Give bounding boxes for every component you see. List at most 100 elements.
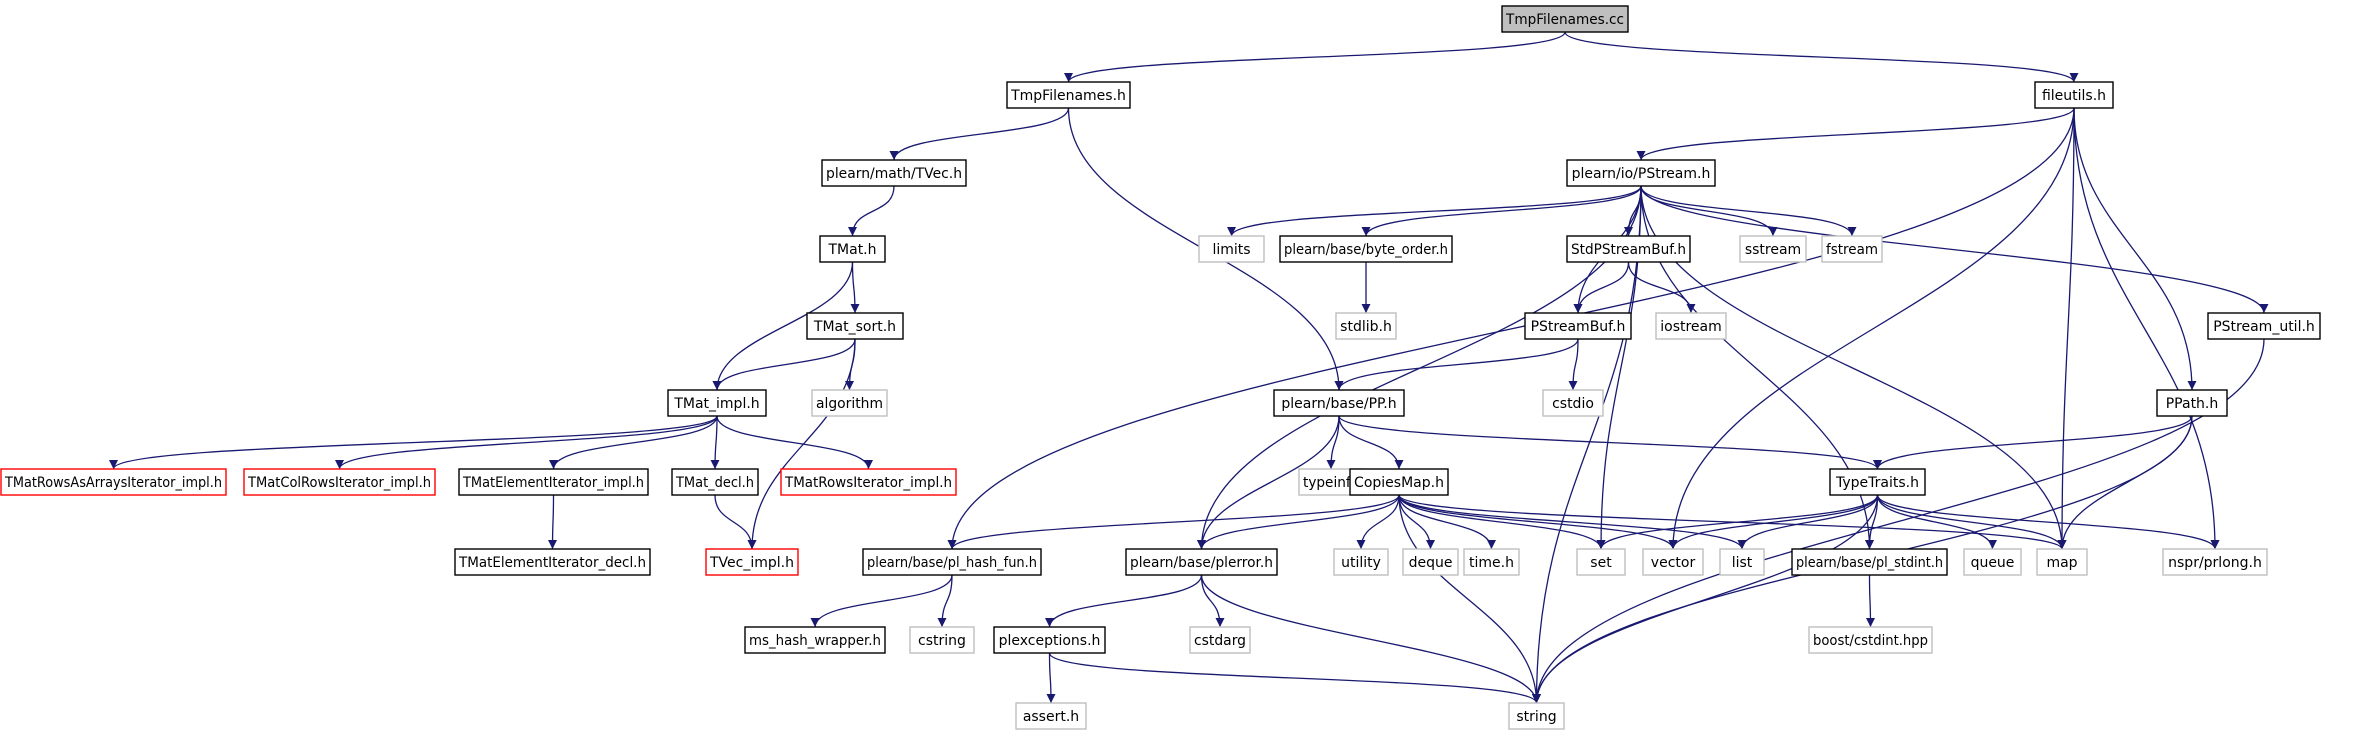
node-ppath-h[interactable]: PPath.h — [2156, 389, 2228, 417]
node-tvec-impl-h[interactable]: TVec_impl.h — [705, 548, 799, 576]
edge-pp-h-to-plerror-h — [1197, 415, 1340, 550]
node-set-label: set — [1590, 555, 1612, 571]
node-tmpfilenames-h[interactable]: TmpFilenames.h — [1006, 81, 1131, 109]
edge-copiesmap-h-to-map — [1398, 494, 2067, 550]
node-plerror-h-label: plearn/base/plerror.h — [1130, 555, 1273, 571]
node-pl-hash-fun-h-label: plearn/base/pl_hash_fun.h — [867, 555, 1037, 571]
node-sstream-box — [1739, 235, 1807, 263]
edge-copiesmap-h-to-pl-hash-fun-h — [947, 494, 1400, 550]
node-pstream-util-h[interactable]: PStream_util.h — [2207, 312, 2321, 340]
edge-pstream-h-to-fstream — [1640, 185, 1857, 237]
node-tmatelementiterator-impl[interactable]: TMatElementIterator_impl.h — [458, 468, 649, 496]
node-queue-box — [1963, 548, 2022, 576]
node-pstreambuf-h[interactable]: PStreamBuf.h — [1524, 312, 1632, 340]
edge-tmat-impl-h-to-tmatrowsiterator — [716, 415, 873, 470]
node-tmatrowsasarrays-label: TMatRowsAsArraysIterator_impl.h — [4, 475, 222, 491]
node-typetraits-h[interactable]: TypeTraits.h — [1829, 468, 1926, 496]
node-assert-h-label: assert.h — [1023, 709, 1079, 725]
node-ppath-h-label: PPath.h — [2166, 396, 2219, 412]
edge-pstream-h-to-limits — [1227, 185, 1642, 237]
node-tmatrowsiterator[interactable]: TMatRowsIterator_impl.h — [780, 468, 957, 496]
edge-plerror-h-to-plexceptions-h — [1045, 574, 1203, 628]
node-sstream-label: sstream — [1745, 242, 1801, 258]
node-vector-box — [1642, 548, 1704, 576]
node-tmat-sort-h[interactable]: TMat_sort.h — [806, 312, 904, 340]
node-string-box — [1508, 702, 1565, 730]
edge-copiesmap-h-to-plerror-h — [1197, 494, 1400, 550]
edge-pp-h-to-copiesmap-h — [1338, 415, 1404, 470]
node-tmat-h-box — [819, 235, 886, 263]
node-algorithm-box — [811, 389, 888, 417]
node-plexceptions-h-label: plexceptions.h — [999, 633, 1101, 649]
node-tmat-impl-h[interactable]: TMat_impl.h — [667, 389, 767, 417]
node-boost-cstdint-hpp-label: boost/cstdint.hpp — [1813, 633, 1928, 649]
node-plerror-h[interactable]: plearn/base/plerror.h — [1125, 548, 1278, 576]
node-pl-hash-fun-h[interactable]: plearn/base/pl_hash_fun.h — [862, 548, 1042, 576]
node-pstream-h[interactable]: plearn/io/PStream.h — [1566, 159, 1716, 187]
node-time-h-box — [1463, 548, 1520, 576]
node-plerror-h-box — [1125, 548, 1278, 576]
edge-stdpstreambuf-h-to-pstreambuf-h — [1573, 261, 1630, 314]
edge-ppath-h-to-map — [2057, 415, 2193, 550]
node-copiesmap-h[interactable]: CopiesMap.h — [1349, 468, 1449, 496]
node-tmat-h[interactable]: TMat.h — [819, 235, 886, 263]
node-fileutils-h-box — [2034, 81, 2114, 109]
node-pstream-h-label: plearn/io/PStream.h — [1572, 166, 1711, 182]
node-list-label: list — [1732, 555, 1753, 571]
node-tmatrowsasarrays-box — [0, 468, 227, 496]
edge-root-to-tmpfilenames-h — [1064, 31, 1566, 83]
node-algorithm: algorithm — [811, 389, 888, 417]
node-root[interactable]: TmpFilenames.cc — [1501, 5, 1629, 33]
node-ms-hash-wrapper-h[interactable]: ms_hash_wrapper.h — [744, 626, 886, 654]
edge-tmpfilenames-h-to-tvec-h — [889, 107, 1070, 161]
node-tmat-sort-h-box — [806, 312, 904, 340]
node-tmat-decl-h[interactable]: TMat_decl.h — [671, 468, 759, 496]
node-tmatcolrows-box — [243, 468, 436, 496]
node-utility-label: utility — [1341, 555, 1381, 571]
edge-tmat-impl-h-to-tmatrowsasarrays — [109, 415, 718, 470]
node-stdpstreambuf-h[interactable]: StdPStreamBuf.h — [1566, 235, 1691, 263]
edge-typetraits-h-to-nspr-prlong-h — [1876, 494, 2220, 550]
node-sstream: sstream — [1739, 235, 1807, 263]
node-plexceptions-h[interactable]: plexceptions.h — [993, 626, 1106, 654]
edge-typetraits-h-to-list — [1737, 494, 1879, 550]
edge-tvec-h-to-tmat-h — [848, 185, 895, 237]
node-byte-order-h[interactable]: plearn/base/byte_order.h — [1279, 235, 1453, 263]
edge-fileutils-h-to-pstream-h — [1636, 107, 2075, 161]
node-tvec-h[interactable]: plearn/math/TVec.h — [821, 159, 967, 187]
edge-pstreambuf-h-to-pp-h — [1334, 338, 1579, 391]
node-tmatelementiterator-decl[interactable]: TMatElementIterator_decl.h — [454, 548, 651, 576]
edge-copiesmap-h-to-time-h — [1398, 494, 1496, 550]
edge-fileutils-h-to-pl-hash-fun-h — [947, 107, 2075, 550]
node-stdlib-h-box — [1335, 312, 1397, 340]
node-tvec-impl-h-label: TVec_impl.h — [709, 555, 794, 571]
node-list-box — [1719, 548, 1765, 576]
node-tmatcolrows[interactable]: TMatColRowsIterator_impl.h — [243, 468, 436, 496]
node-pl-stdint-h[interactable]: plearn/base/pl_stdint.h — [1791, 548, 1948, 576]
node-cstdio-box — [1542, 389, 1604, 417]
node-fileutils-h[interactable]: fileutils.h — [2034, 81, 2114, 109]
edge-plexceptions-h-to-string — [1048, 652, 1541, 704]
node-stdlib-h: stdlib.h — [1335, 312, 1397, 340]
node-tmpfilenames-h-label: TmpFilenames.h — [1010, 88, 1126, 104]
node-limits-box — [1198, 235, 1265, 263]
node-set-box — [1576, 548, 1626, 576]
edge-typetraits-h-to-set — [1596, 494, 1879, 550]
edge-tmat-decl-h-to-tvec-impl-h — [714, 494, 757, 550]
node-copiesmap-h-label: CopiesMap.h — [1354, 475, 1444, 491]
node-assert-h: assert.h — [1015, 702, 1087, 730]
node-pp-h[interactable]: plearn/base/PP.h — [1273, 389, 1405, 417]
node-stdpstreambuf-h-label: StdPStreamBuf.h — [1571, 242, 1686, 258]
node-algorithm-label: algorithm — [816, 396, 883, 412]
edge-copiesmap-h-to-utility — [1356, 494, 1400, 550]
node-root-box — [1501, 5, 1629, 33]
node-time-h-label: time.h — [1469, 555, 1514, 571]
node-tmatrowsasarrays[interactable]: TMatRowsAsArraysIterator_impl.h — [0, 468, 227, 496]
node-root-label: TmpFilenames.cc — [1505, 12, 1624, 28]
node-time-h: time.h — [1463, 548, 1520, 576]
node-tmat-decl-h-label: TMat_decl.h — [675, 475, 754, 491]
node-typeinfo-label: typeinfo — [1303, 475, 1359, 491]
